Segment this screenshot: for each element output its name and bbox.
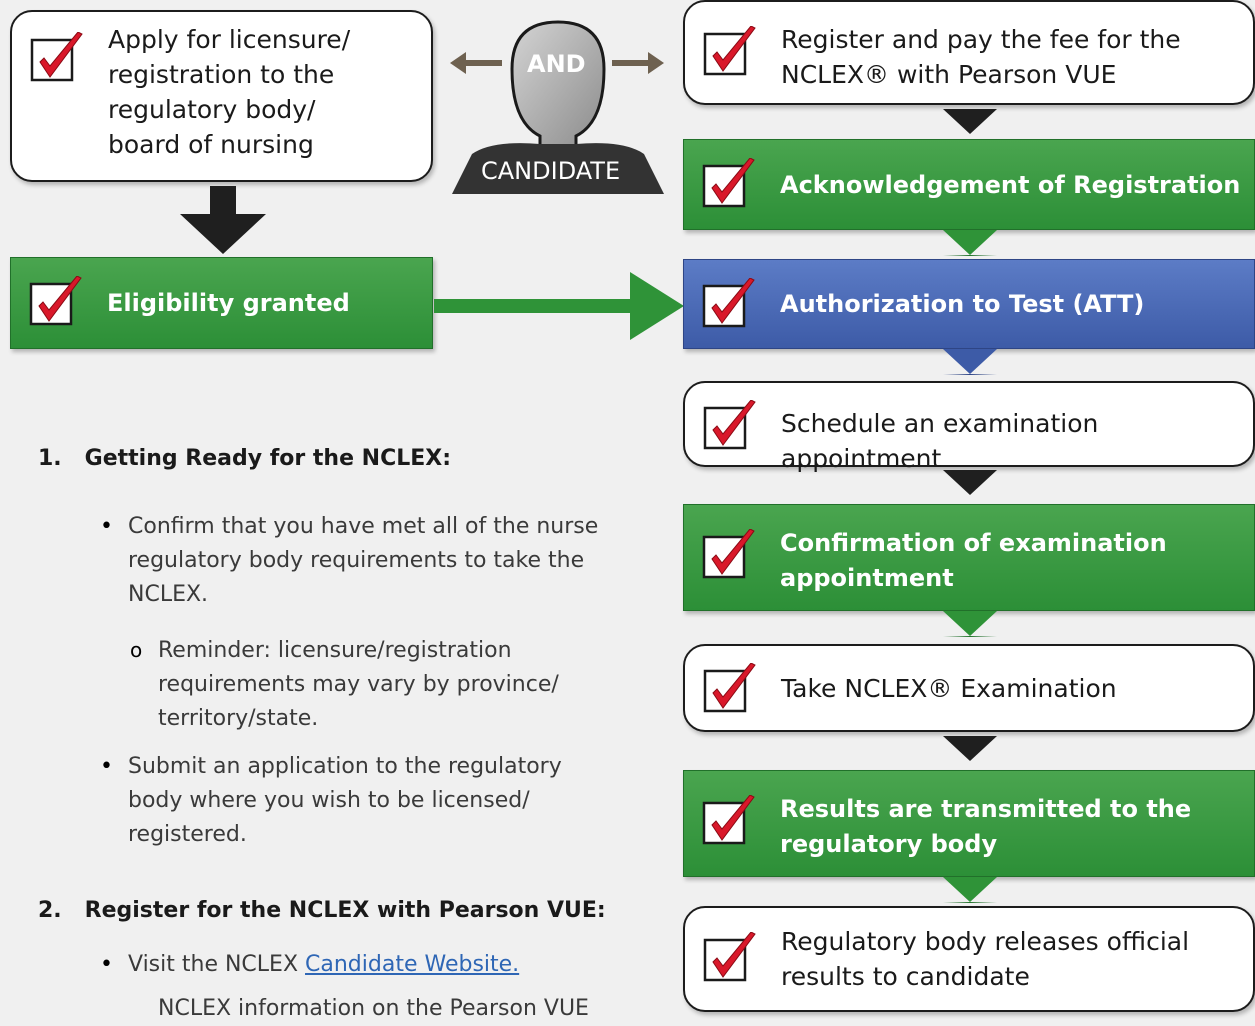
step2-bullet1-prefix: Visit the NCLEX xyxy=(128,952,306,977)
flow-step-schedule: Schedule an examination appointment xyxy=(683,381,1255,473)
arrow-down-icon xyxy=(180,186,266,254)
flow-step-label: Results are transmitted to the regulator… xyxy=(780,795,1192,858)
eligibility-granted-label: Eligibility granted xyxy=(107,289,350,317)
checkmark-icon xyxy=(703,932,757,982)
checkmark-icon xyxy=(702,158,756,208)
checkmark-icon xyxy=(29,276,83,326)
checkmark-icon xyxy=(703,26,757,76)
arrow-right-icon xyxy=(434,272,684,340)
flow-step-label: Regulatory body releases official result… xyxy=(781,927,1190,991)
flow-step-register: Register and pay the fee for the NCLEX® … xyxy=(683,0,1255,105)
step1-heading: 1. Getting Ready for the NCLEX: xyxy=(38,446,452,471)
bullet-icon: • xyxy=(100,952,113,977)
arrow-right-icon xyxy=(612,52,664,74)
arrow-down-icon xyxy=(943,736,997,761)
flow-step-label: Acknowledgement of Registration xyxy=(780,171,1241,199)
flow-step-label: Confirmation of examination appointment xyxy=(780,529,1167,592)
eligibility-granted-box: Eligibility granted xyxy=(10,257,433,349)
arrow-left-icon xyxy=(450,52,502,74)
person-silhouette-icon xyxy=(452,20,664,194)
flow-step-label: Schedule an examination appointment xyxy=(781,409,1099,473)
apply-licensure-label: Apply for licensure/ registration to the… xyxy=(108,25,351,159)
arrow-down-icon xyxy=(943,109,997,134)
arrow-down-icon xyxy=(943,611,997,637)
step1-sub1: Reminder: licensure/registration require… xyxy=(158,638,559,731)
flow-step-att: Authorization to Test (ATT) xyxy=(683,259,1255,349)
bullet-icon: o xyxy=(130,638,143,662)
checkmark-icon xyxy=(30,32,84,82)
flow-step-label: Register and pay the fee for the NCLEX® … xyxy=(781,25,1181,89)
checkmark-icon xyxy=(702,529,756,579)
candidate-label: CANDIDATE xyxy=(481,157,621,185)
checkmark-icon xyxy=(702,795,756,845)
step1-bullet1: Confirm that you have met all of the nur… xyxy=(128,514,599,607)
arrow-down-icon xyxy=(943,349,997,375)
flow-step-release: Regulatory body releases official result… xyxy=(683,906,1255,1012)
and-label: AND xyxy=(527,50,586,78)
arrow-down-icon xyxy=(943,877,997,903)
arrow-down-icon xyxy=(943,470,997,495)
bullet-icon: • xyxy=(100,754,113,779)
bullet-icon: • xyxy=(100,514,113,539)
checkmark-icon xyxy=(703,400,757,450)
flow-step-label: Authorization to Test (ATT) xyxy=(780,290,1145,318)
candidate-website-link[interactable]: Candidate Website. xyxy=(305,952,520,977)
arrow-down-icon xyxy=(943,230,997,256)
flow-step-acknowledgement: Acknowledgement of Registration xyxy=(683,139,1255,230)
flow-step-confirmation: Confirmation of examination appointment xyxy=(683,504,1255,611)
step1-bullet2: Submit an application to the regulatory … xyxy=(128,754,562,847)
checkmark-icon xyxy=(703,663,757,713)
step2-partial: NCLEX information on the Pearson VUE xyxy=(158,996,589,1021)
apply-licensure-box: Apply for licensure/ registration to the… xyxy=(10,10,433,182)
flow-step-label: Take NCLEX® Examination xyxy=(781,674,1117,703)
step2-heading: 2. Register for the NCLEX with Pearson V… xyxy=(38,898,606,923)
flow-step-take-exam: Take NCLEX® Examination xyxy=(683,644,1255,732)
step2-bullet1: Visit the NCLEX Candidate Website. xyxy=(128,948,519,982)
checkmark-icon xyxy=(702,278,756,328)
flow-step-results: Results are transmitted to the regulator… xyxy=(683,770,1255,877)
